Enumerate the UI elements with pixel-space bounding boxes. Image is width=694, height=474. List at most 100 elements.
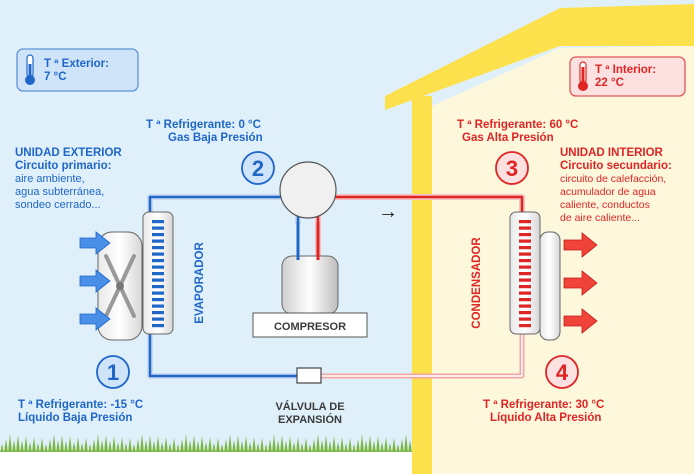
grass-blade <box>224 439 228 452</box>
point-number: 3 <box>506 156 518 181</box>
point-number: 4 <box>556 360 569 385</box>
grass-blade <box>340 437 344 452</box>
grass-blade <box>344 443 348 452</box>
cold-air-arrows <box>79 231 111 331</box>
unit-exterior-line: agua subterránea, <box>15 186 104 198</box>
grass-blade <box>108 441 112 452</box>
grass-blade <box>80 443 84 452</box>
point-state: Gas Alta Presión <box>462 132 554 144</box>
grass-blade <box>244 436 248 452</box>
grass-blade <box>68 436 72 452</box>
condenser-unit: CONDENSADOR <box>471 211 561 341</box>
grass-blade <box>72 442 76 452</box>
grass-blade <box>184 434 188 452</box>
grass-blade <box>348 438 352 452</box>
grass-blade <box>232 440 236 452</box>
grass <box>0 434 412 452</box>
grass-blade <box>376 436 380 452</box>
grass-blade <box>220 444 224 452</box>
grass-blade <box>320 440 324 452</box>
grass-blade <box>120 437 124 452</box>
grass-blade <box>164 437 168 452</box>
coil-fin <box>519 265 531 269</box>
coil-fin <box>152 317 164 321</box>
condenser-label: CONDENSADOR <box>471 237 483 329</box>
grass-blade <box>124 443 128 452</box>
expansion-valve <box>296 367 322 384</box>
grass-blade <box>52 434 56 452</box>
grass-blade <box>152 441 156 452</box>
thermometer-icon <box>25 54 35 85</box>
grass-blade <box>132 444 136 452</box>
grass-blade <box>352 444 356 452</box>
grass-blade <box>76 437 80 452</box>
grass-blade <box>400 439 404 452</box>
grass-blade <box>372 441 376 452</box>
condenser-fins <box>519 220 531 328</box>
unit-interior-line: circuito de calefacción, <box>560 173 666 185</box>
grass-blade <box>252 437 256 452</box>
grass-blade <box>288 436 292 452</box>
grass-blade <box>48 439 52 452</box>
grass-blade <box>324 435 328 452</box>
grass-blade <box>0 444 4 452</box>
grass-blade <box>60 435 64 452</box>
coil-fin <box>152 239 164 243</box>
pipe-warm-bottom-core <box>321 329 523 377</box>
point-state: Líquido Alta Presión <box>490 412 601 424</box>
grass-blade <box>136 439 140 452</box>
grass-blade <box>40 438 44 452</box>
coil-fin <box>519 298 531 302</box>
grass-blade <box>332 436 336 452</box>
valve-label-line2: EXPANSIÓN <box>278 413 342 426</box>
house-interior <box>432 106 694 474</box>
coil-fin <box>152 285 164 289</box>
point-number: 1 <box>107 360 119 385</box>
coil-fin <box>152 226 164 230</box>
coil-fin <box>152 304 164 308</box>
grass-blade <box>148 435 152 452</box>
coil-fin <box>152 259 164 263</box>
grass-blade <box>8 434 12 452</box>
grass-blade <box>144 440 148 452</box>
grass-blade <box>216 438 220 452</box>
unit-interior-subtitle: Circuito secundario: <box>560 160 672 172</box>
grass-blade <box>292 442 296 452</box>
point-state: Gas Baja Presión <box>168 132 263 144</box>
evaporator-label: EVAPORADOR <box>194 242 206 324</box>
state-point-1: 1 T ª Refrigerante: -15 °C Líquido Baja … <box>18 355 143 424</box>
grass-blade <box>228 434 232 452</box>
arrow-right-icon <box>79 307 111 331</box>
grass-blade <box>44 444 48 452</box>
grass-blade <box>32 437 36 452</box>
house-wall-left <box>412 96 432 474</box>
coil-fin <box>519 239 531 243</box>
grass-blade <box>100 440 104 452</box>
valve-label-line1: VÁLVULA DE <box>275 400 344 413</box>
grass-blade <box>276 440 280 452</box>
grass-blade <box>384 437 388 452</box>
coil-fin <box>519 278 531 282</box>
unit-exterior-title: UNIDAD EXTERIOR <box>15 147 122 159</box>
state-point-2: 2 T ª Refrigerante: 0 °C Gas Baja Presió… <box>146 119 275 185</box>
grass-blade <box>256 443 260 452</box>
grass-blade <box>356 439 360 452</box>
arrow-right-icon <box>79 231 111 255</box>
grass-blade <box>84 438 88 452</box>
arrow-right-icon <box>563 308 598 334</box>
grass-blade <box>160 442 164 452</box>
coil-fin <box>152 298 164 302</box>
grass-blade <box>156 436 160 452</box>
indoor-temp-label: T ª Interior: <box>595 64 656 76</box>
coil-fin <box>519 252 531 256</box>
point-temp: T ª Refrigerante: -15 °C <box>18 399 143 411</box>
coil-fin <box>519 291 531 295</box>
point-temp: T ª Refrigerante: 30 °C <box>483 399 604 411</box>
indoor-temp-box: T ª Interior: 22 °C <box>569 56 686 97</box>
grass-blade <box>268 439 272 452</box>
grass-blade <box>172 438 176 452</box>
unit-exterior-subtitle: Circuito primario: <box>15 160 111 172</box>
unit-exterior-description: UNIDAD EXTERIOR Circuito primario: aire … <box>15 147 122 211</box>
condenser-fan-housing <box>539 231 561 341</box>
